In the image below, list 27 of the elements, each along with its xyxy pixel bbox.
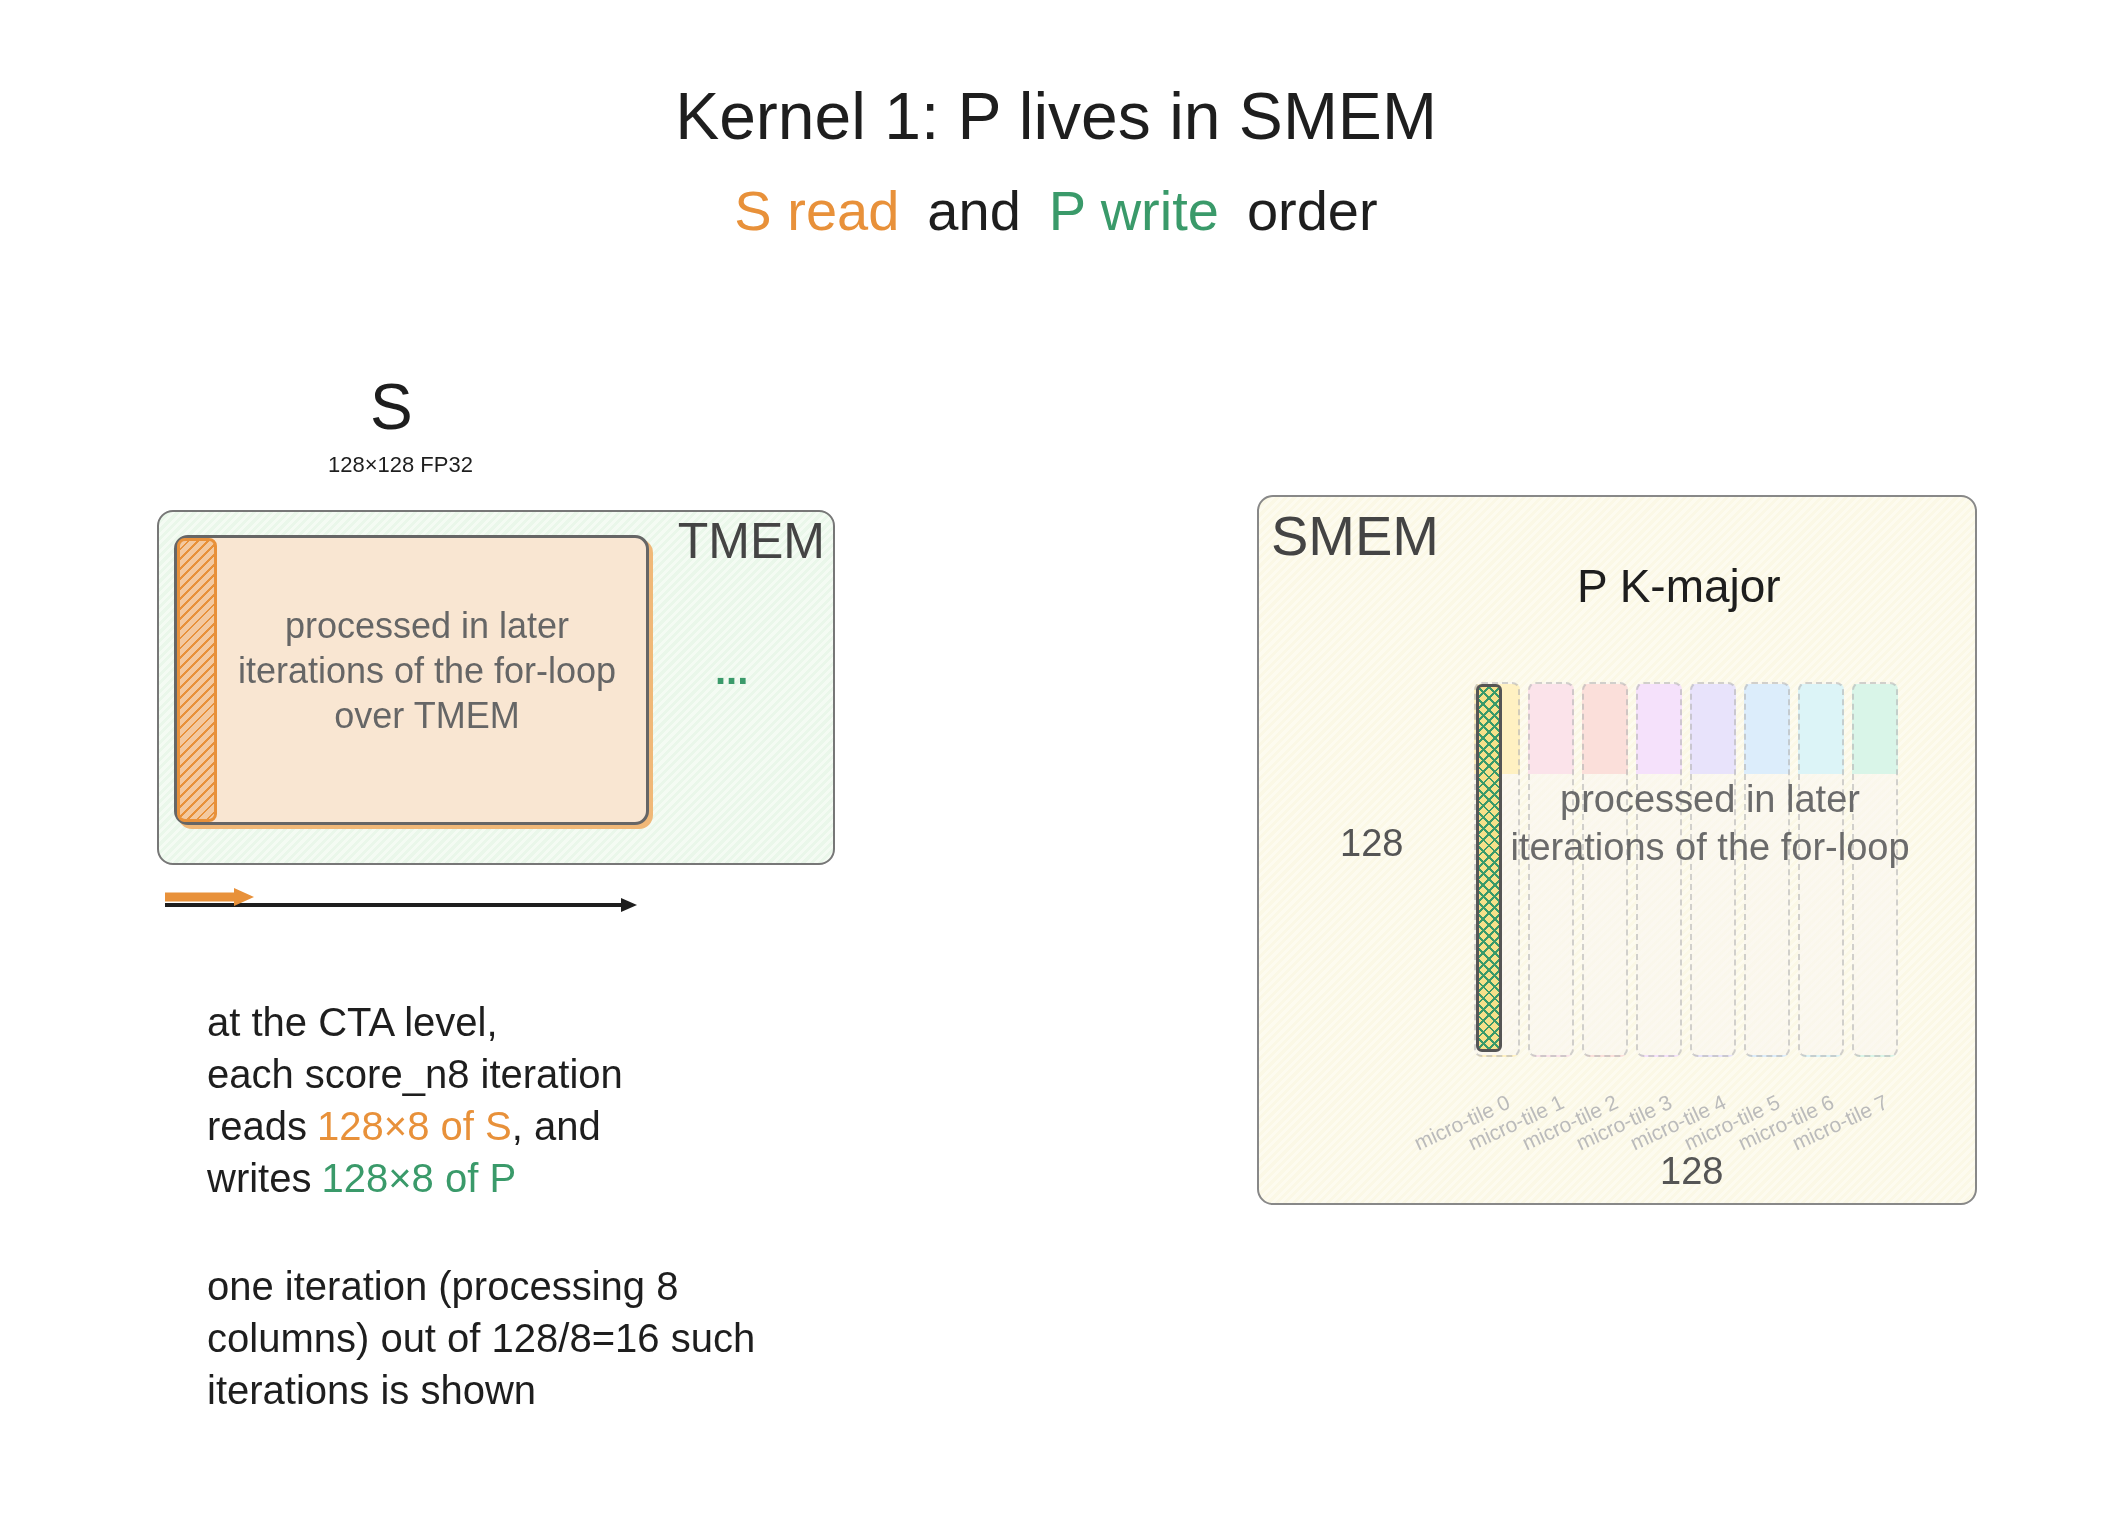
matrix-name: P K-major: [1577, 559, 1781, 613]
note-text: one iteration (processing 8 columns) out of 128/8=16 such iterations is shown: [207, 1263, 757, 1414]
memory-panel: [1257, 495, 1977, 1205]
subtitle-text: and: [927, 179, 1021, 242]
note-text: 128×8 of P: [321, 1156, 517, 1200]
ellipsis: ...: [715, 648, 749, 693]
overlay-note: processed in later iterations of the for-loop: [1510, 777, 1910, 870]
note-text: at the CTA level,: [207, 1000, 498, 1044]
panel-title: TMEM: [677, 512, 825, 570]
dimension-label: 128: [1660, 1150, 1724, 1193]
hatched-column: [1476, 684, 1502, 1052]
matrix-note: processed in later iterations of the for-loop over TMEM: [236, 604, 618, 738]
subtitle-text: order: [1246, 179, 1378, 242]
matrix-size: 128×128 FP32: [328, 452, 473, 478]
note-text: , and: [511, 1104, 601, 1148]
title: Kernel 1: P lives in SMEM: [674, 78, 1438, 154]
note-text: writes: [207, 1156, 312, 1200]
hatched-column: [177, 538, 217, 822]
note-text: each score_n8 iteration: [207, 1052, 623, 1096]
memory-panel: [157, 510, 835, 865]
matrix-name: S: [370, 370, 413, 444]
note-text: 128×8 of S: [317, 1104, 512, 1148]
subtitle-text: S read: [734, 179, 900, 242]
panel-title: SMEM: [1271, 503, 1439, 568]
dimension-label: 128: [1340, 822, 1404, 865]
note-text: reads: [207, 1104, 308, 1148]
subtitle-text: P write: [1048, 179, 1219, 242]
